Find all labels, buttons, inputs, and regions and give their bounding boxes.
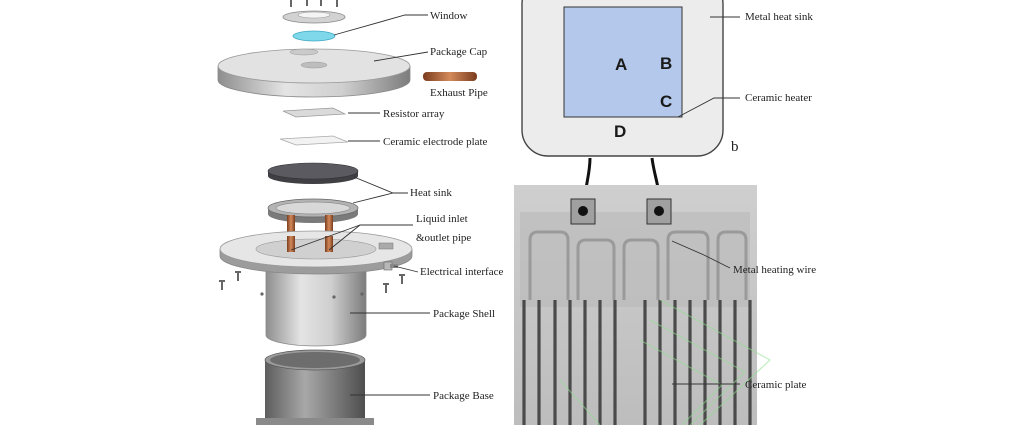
label-heat-sink: Heat sink (410, 187, 452, 199)
heat-sink-ring (267, 198, 359, 223)
label-ceramic-plate: Ceramic plate (745, 379, 807, 391)
window-ring (282, 10, 346, 24)
resistor-array (282, 107, 347, 118)
ceramic-heater-area (563, 6, 683, 118)
region-d: D (614, 122, 626, 141)
label-outlet-pipe: &outlet pipe (416, 232, 471, 244)
label-resistor-array: Resistor array (383, 108, 445, 120)
label-ceramic-heater: Ceramic heater (745, 92, 812, 104)
region-b: B (660, 54, 672, 73)
watermark-pattern (559, 299, 772, 425)
label-package-shell: Package Shell (433, 308, 495, 320)
left-labels: Window Package Cap Exhaust Pipe Resistor… (383, 10, 503, 402)
panel-letter-b: b (731, 139, 739, 155)
heating-plate-photo: Metal heating wire Ceramic plate (514, 157, 816, 425)
metal-heating-wire (528, 230, 748, 300)
package-cap (217, 48, 411, 98)
shell-screws (219, 271, 405, 293)
region-a: A (615, 55, 627, 74)
label-metal-heating-wire: Metal heating wire (733, 264, 816, 276)
package-shell (219, 230, 413, 347)
label-metal-heat-sink: Metal heat sink (745, 11, 813, 23)
region-c: C (660, 92, 672, 111)
label-package-base: Package Base (433, 390, 494, 402)
exhaust-pipe (423, 72, 477, 81)
window-glass (292, 30, 336, 42)
heat-sink-disc (267, 162, 359, 184)
plate-stripes (522, 300, 752, 425)
exploded-package-view: Window Package Cap Exhaust Pipe Resistor… (217, 0, 503, 425)
top-screws (290, 0, 338, 7)
label-window: Window (430, 10, 467, 22)
label-package-cap: Package Cap (430, 46, 488, 58)
left-leader-lines (290, 14, 430, 396)
label-liquid-inlet: Liquid inlet (416, 213, 468, 225)
package-base (256, 349, 374, 425)
heater-layout-panel: A B C D Metal heat sink Ceramic heater b (521, 0, 813, 157)
label-electrical-interface: Electrical interface (420, 266, 503, 278)
label-ceramic-electrode-plate: Ceramic electrode plate (383, 136, 488, 148)
label-exhaust-pipe: Exhaust Pipe (430, 87, 488, 99)
ceramic-electrode-plate (279, 135, 349, 146)
